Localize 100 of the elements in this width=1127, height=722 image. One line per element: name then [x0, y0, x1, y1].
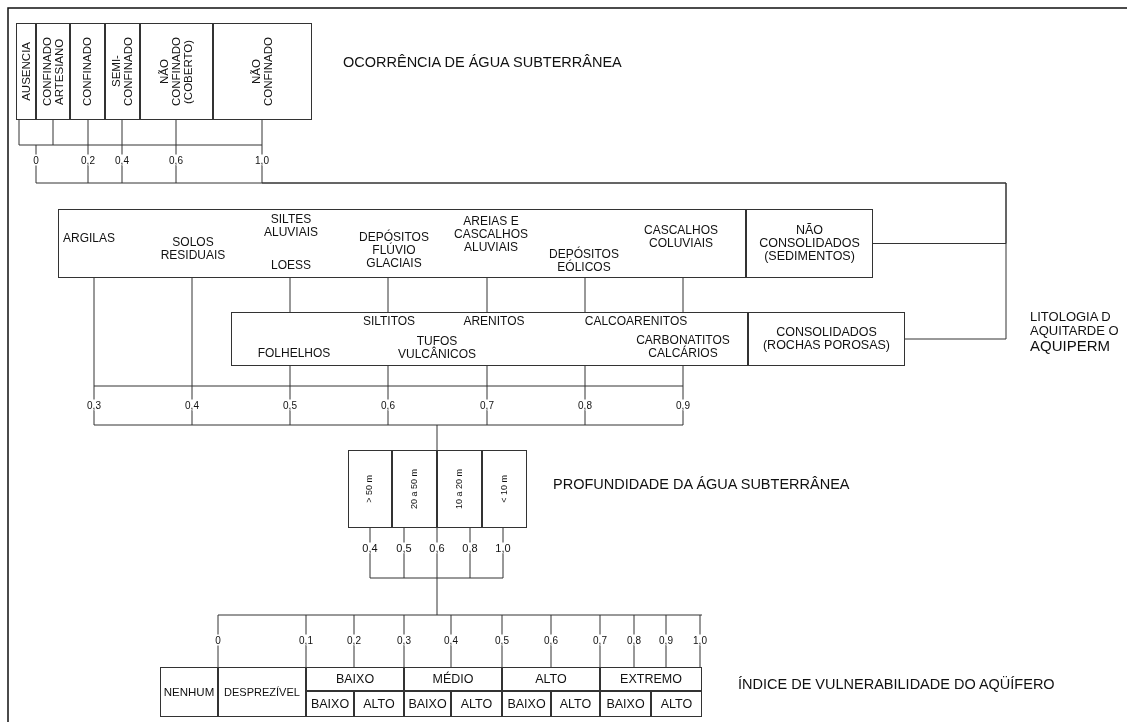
- connector-line: [387, 277, 389, 313]
- tick-label: 0,8: [461, 542, 479, 554]
- tick-label: 0,9: [675, 399, 691, 411]
- heading: AQUIPERM: [1030, 337, 1110, 354]
- heading: LITOLOGIA D: [1030, 309, 1111, 324]
- tick-label: 0: [32, 154, 40, 166]
- vulnerability-class-cell: DESPREZÍVEL: [218, 667, 306, 717]
- connector-line: [289, 277, 291, 313]
- lithology-class-box: [746, 209, 873, 278]
- tick-label: 0,4: [114, 154, 130, 166]
- tick-label: 0,5: [282, 399, 298, 411]
- tick-label: 0,2: [346, 634, 362, 646]
- lithology-label: CASCALHOS COLUVIAIS: [643, 224, 719, 250]
- lithology-label: DEPÓSITOS EÓLICOS: [548, 248, 620, 274]
- box-label: 10 a 20 m: [454, 469, 465, 509]
- depth-class-box: [348, 450, 392, 528]
- lithology-label: TUFOS VULCÂNICOS: [397, 335, 477, 361]
- category-box: [105, 23, 140, 120]
- box-label: CONFINADO: [81, 37, 94, 106]
- connector-line: [486, 365, 488, 387]
- heading: OCORRÊNCIA DE ÁGUA SUBTERRÂNEA: [343, 54, 622, 70]
- tick-label: 0,6: [380, 399, 396, 411]
- category-box: [16, 23, 36, 120]
- depth-class-box: [437, 450, 482, 528]
- tick-label: 1,0: [254, 154, 270, 166]
- tick-label: 1,0: [692, 634, 708, 646]
- connector-line: [289, 365, 291, 387]
- vulnerability-class-cell: ALTO: [502, 667, 600, 691]
- connector-line: [93, 277, 95, 387]
- tick-label: 0: [214, 634, 222, 646]
- vulnerability-class-cell: BAIXO: [502, 691, 551, 717]
- connector-line: [682, 277, 684, 313]
- tick-label: 0,7: [592, 634, 608, 646]
- connector-line: [682, 365, 684, 387]
- connector-line: [584, 365, 586, 387]
- lithology-class-box: [748, 312, 905, 366]
- category-box: [140, 23, 213, 120]
- vulnerability-class-cell: ALTO: [651, 691, 702, 717]
- depth-class-box: [392, 450, 437, 528]
- tick-label: 0,9: [658, 634, 674, 646]
- tick-label: 0,8: [626, 634, 642, 646]
- heading: AQUITARDE O: [1030, 323, 1119, 338]
- lithology-group-box: [58, 209, 746, 278]
- tick-label: 0,6: [543, 634, 559, 646]
- lithology-label: SILTES ALUVIAIS: [263, 213, 319, 239]
- tick-label: 0,4: [361, 542, 379, 554]
- lithology-label: SOLOS RESIDUAIS: [159, 236, 227, 262]
- vulnerability-class-cell: ALTO: [354, 691, 404, 717]
- tick-label: 0,3: [86, 399, 102, 411]
- tick-label: 0,6: [168, 154, 184, 166]
- connector-line: [387, 365, 389, 387]
- vulnerability-class-cell: EXTREMO: [600, 667, 702, 691]
- lithology-label: FOLHELHOS: [256, 347, 332, 360]
- tick-label: 0,8: [577, 399, 593, 411]
- lithology-label: LOESS: [270, 259, 312, 272]
- heading: ÍNDICE DE VULNERABILIDADE DO AQÜÍFERO: [738, 676, 1055, 692]
- category-box: [213, 23, 312, 120]
- tick-label: 0,1: [298, 634, 314, 646]
- lithology-group-box: [231, 312, 748, 366]
- tick-label: 0,6: [428, 542, 446, 554]
- depth-class-box: [482, 450, 527, 528]
- box-label: 20 a 50 m: [409, 469, 420, 509]
- tick-label: 0,3: [396, 634, 412, 646]
- connector-line: [436, 577, 438, 616]
- connector-line: [486, 277, 488, 313]
- tick-label: 0,4: [443, 634, 459, 646]
- vulnerability-class-cell: BAIXO: [306, 691, 354, 717]
- lithology-label: DEPÓSITOS FLÚVIO GLACIAIS: [358, 231, 430, 270]
- connector-line: [436, 424, 438, 451]
- vulnerability-class-cell: BAIXO: [306, 667, 404, 691]
- box-label: NÃO CONFINADO (COBERTO): [158, 36, 195, 108]
- vulnerability-class-cell: ALTO: [451, 691, 502, 717]
- lithology-label: ARENITOS: [462, 315, 526, 328]
- lithology-label: SILTITOS: [361, 315, 417, 328]
- tick-label: 0,5: [494, 634, 510, 646]
- box-label: NÃO CONSOLIDADOS (SEDIMENTOS): [758, 224, 861, 263]
- box-label: AUSENCIA: [19, 42, 33, 101]
- box-label: < 10 m: [499, 475, 510, 503]
- box-label: CONSOLIDADOS (ROCHAS POROSAS): [761, 326, 892, 352]
- lithology-label: CALCOARENITOS: [583, 315, 689, 328]
- tick-label: 0,5: [395, 542, 413, 554]
- vulnerability-class-cell: ALTO: [551, 691, 600, 717]
- box-label: NÃO CONFINADO: [250, 36, 275, 108]
- vulnerability-class-cell: BAIXO: [600, 691, 651, 717]
- lithology-label: AREIAS E CASCALHOS ALUVIAIS: [453, 215, 529, 254]
- tick-label: 0,4: [184, 399, 200, 411]
- vulnerability-class-cell: MÉDIO: [404, 667, 502, 691]
- box-label: > 50 m: [365, 475, 375, 503]
- connector-line: [584, 277, 586, 313]
- box-label: CONFINADO ARTESIANO: [40, 36, 66, 108]
- vulnerability-class-cell: NENHUM: [160, 667, 218, 717]
- connector-line: [261, 182, 1007, 340]
- tick-label: 1,0: [494, 542, 512, 554]
- tick-label: 0,7: [479, 399, 495, 411]
- category-box: [36, 23, 70, 120]
- lithology-label: CARBONATITOS CALCÁRIOS: [635, 334, 731, 360]
- category-box: [70, 23, 105, 120]
- heading: PROFUNDIDADE DA ÁGUA SUBTERRÂNEA: [553, 476, 850, 492]
- box-label: SEMI-CONFINADO: [110, 36, 135, 108]
- connector-line: [191, 277, 193, 387]
